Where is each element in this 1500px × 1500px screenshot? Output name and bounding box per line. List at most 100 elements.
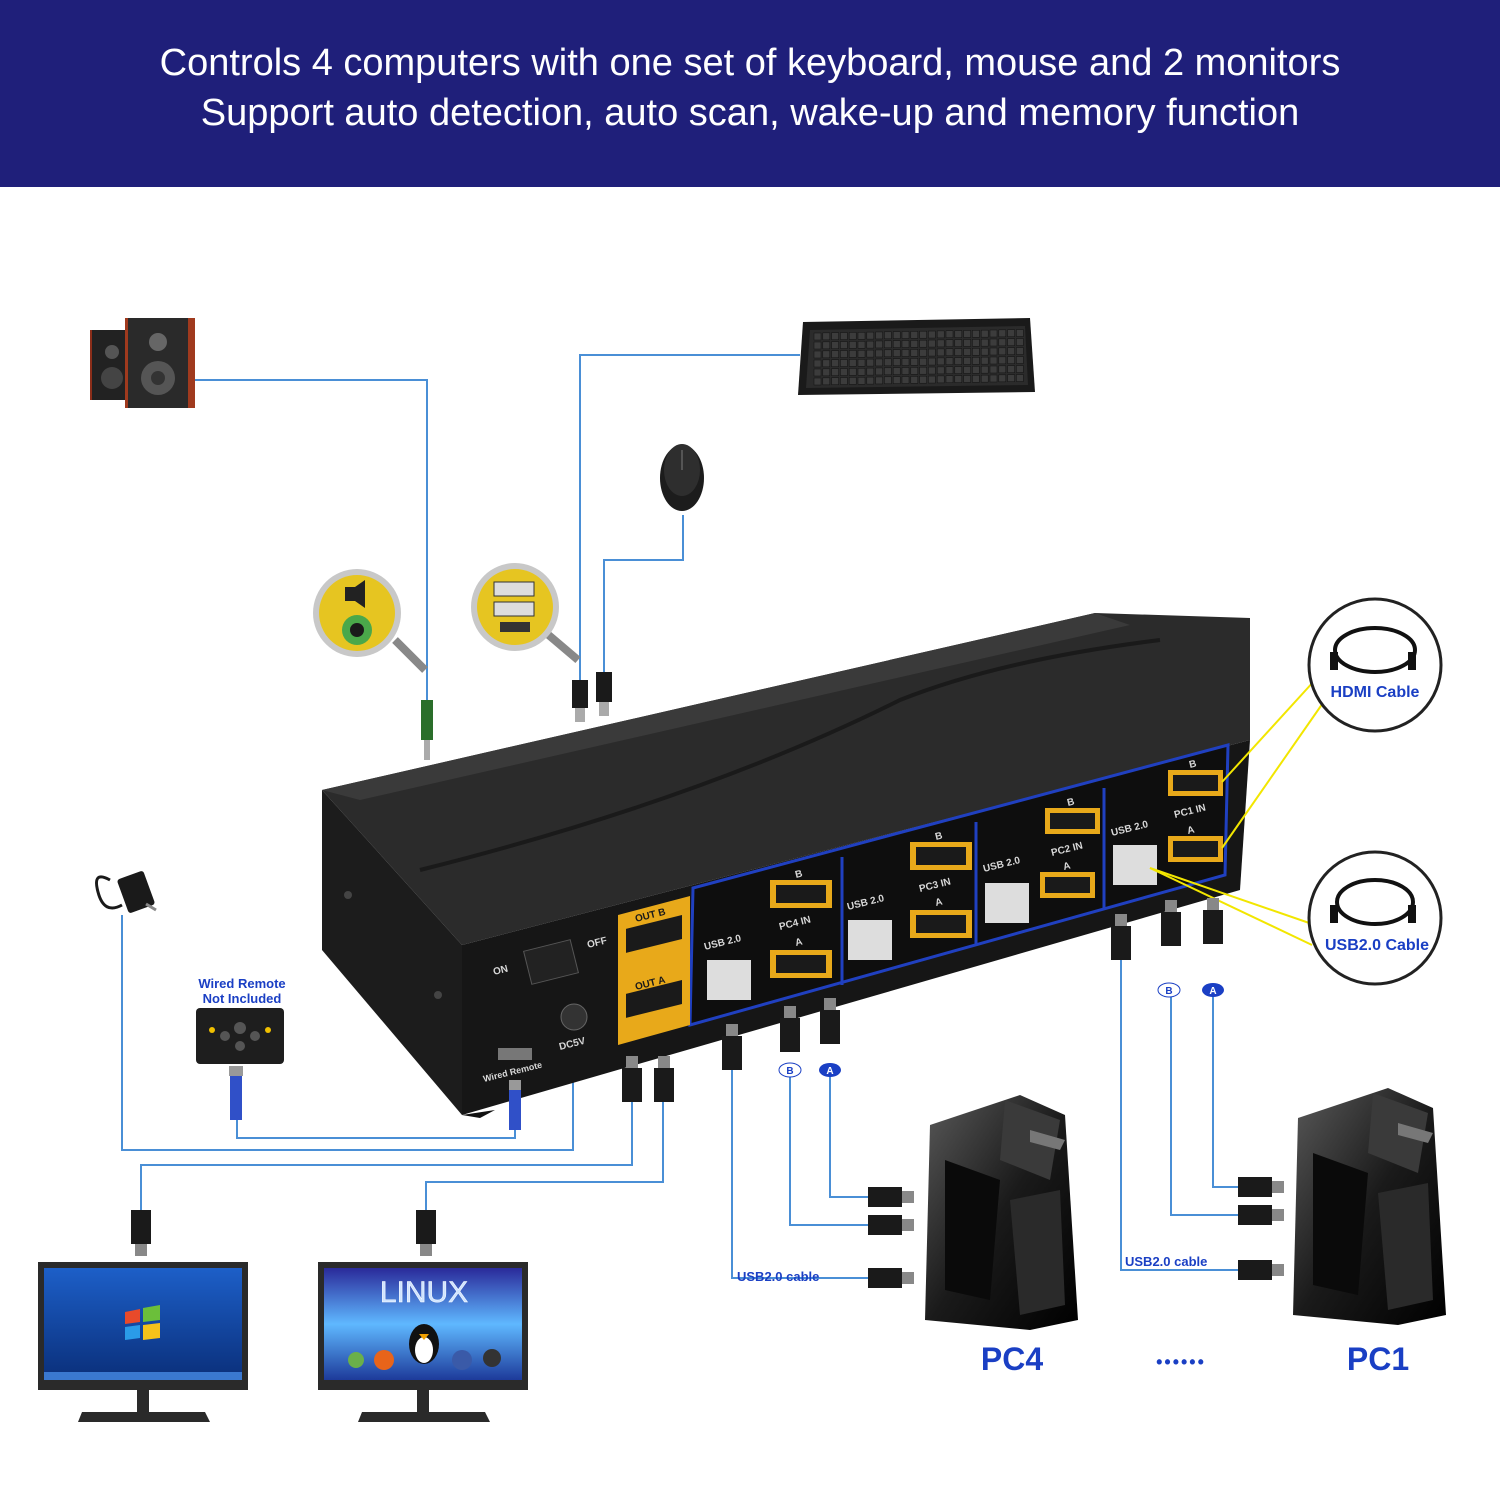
keyboard-key xyxy=(945,330,954,338)
keyboard-key xyxy=(989,347,998,356)
keyboard-key xyxy=(910,367,919,375)
keyboard-key xyxy=(857,359,866,367)
pc1-label: PC1 xyxy=(1347,1341,1409,1377)
keyboard-key xyxy=(954,348,963,356)
keyboard-key xyxy=(884,349,892,358)
keyboard-key xyxy=(892,331,901,339)
keyboard-key xyxy=(875,358,883,367)
keyboard-key xyxy=(901,358,910,366)
keyboard-key xyxy=(1016,365,1024,373)
keyboard-key xyxy=(884,376,892,385)
keyboard-key xyxy=(901,376,910,384)
keyboard-key xyxy=(928,366,936,375)
keyboard-key xyxy=(928,375,936,384)
keyboard-key xyxy=(848,359,857,367)
keyboard-key xyxy=(998,338,1007,347)
keyboard-key xyxy=(813,377,822,386)
monitor-icon: LINUX xyxy=(318,1262,528,1422)
keyboard-key xyxy=(840,359,848,367)
keyboard-key xyxy=(831,359,839,367)
keyboard-key xyxy=(989,374,998,383)
keyboard-key xyxy=(980,374,989,383)
keyboard-key xyxy=(857,350,866,358)
linux-screen-text: LINUX xyxy=(380,1276,468,1309)
keyboard-key xyxy=(954,357,963,365)
usb-cable-label: USB2.0 Cable xyxy=(1325,937,1429,954)
keyboard-key xyxy=(945,366,954,374)
keyboard-key xyxy=(928,348,936,357)
keyboard-key xyxy=(1007,338,1015,346)
banner-line-1: Controls 4 computers with one set of key… xyxy=(159,42,1341,84)
keyboard-key xyxy=(884,331,892,340)
keyboard-key xyxy=(822,332,831,341)
keyboard-key xyxy=(945,339,954,347)
keyboard-key xyxy=(822,368,831,377)
keyboard-key xyxy=(919,348,927,357)
keyboard-key xyxy=(848,377,857,385)
keyboard-key xyxy=(928,357,936,366)
keyboard-key xyxy=(910,349,919,357)
keyboard-key xyxy=(998,374,1007,383)
keyboard-key xyxy=(901,331,910,339)
remote-label-line1: Wired Remote xyxy=(198,976,285,991)
keyboard-key xyxy=(866,331,875,340)
keyboard-key xyxy=(989,365,998,374)
hdmi-cable-icon: HDMI Cable xyxy=(1307,597,1443,733)
keyboard-key xyxy=(884,367,892,376)
usb-cable-icon: USB2.0 Cable xyxy=(1307,850,1443,986)
keyboard-key xyxy=(840,377,848,385)
keyboard-key xyxy=(866,367,875,376)
keyboard-key xyxy=(822,359,831,368)
keyboard-key xyxy=(963,375,971,383)
keyboard-key xyxy=(831,368,839,376)
usb-cable-label-pc4: USB2.0 cable xyxy=(737,1269,819,1284)
keyboard-key xyxy=(910,376,919,384)
keyboard-key xyxy=(919,366,927,375)
keyboard-key xyxy=(963,366,971,374)
speaker-icon xyxy=(90,318,195,408)
keyboard-key xyxy=(998,329,1007,338)
pc-tower-icon xyxy=(925,1095,1078,1330)
keyboard-key xyxy=(1016,329,1024,337)
keyboard-key xyxy=(980,356,989,365)
keyboard-key xyxy=(919,339,927,348)
keyboard-key xyxy=(875,340,883,349)
keyboard-key xyxy=(813,359,822,368)
keyboard-key xyxy=(848,341,857,349)
keyboard-key xyxy=(972,330,980,338)
keyboard-icon xyxy=(798,318,1035,395)
keyboard-key xyxy=(998,347,1007,356)
keyboard-key xyxy=(972,357,980,365)
keyboard-key xyxy=(866,376,875,385)
pc4-label: PC4 xyxy=(981,1341,1043,1377)
usb-port-icon xyxy=(471,563,581,664)
keyboard-key xyxy=(998,365,1007,374)
header-banner: Controls 4 computers with one set of key… xyxy=(0,0,1500,187)
kvm-switch-body xyxy=(322,613,1250,1118)
tag-b-pc4: B xyxy=(786,1066,793,1077)
keyboard-key xyxy=(822,350,831,359)
keyboard-key xyxy=(813,332,822,341)
hdmi-cable-label: HDMI Cable xyxy=(1331,684,1420,701)
port-a-label-pc1: A xyxy=(1186,824,1196,836)
banner-line-2: Support auto detection, auto scan, wake-… xyxy=(200,92,1300,134)
port-b-label-pc1: B xyxy=(1188,758,1198,770)
keyboard-key xyxy=(919,357,927,366)
keyboard-key xyxy=(945,357,954,365)
keyboard-key xyxy=(892,367,901,375)
keyboard-key xyxy=(875,349,883,358)
keyboard-key xyxy=(831,377,839,385)
keyboard-key xyxy=(822,377,831,386)
port-b-label-pc4: B xyxy=(794,868,804,880)
audio-plug-icon xyxy=(421,700,433,760)
keyboard-key xyxy=(919,375,927,384)
keyboard-key xyxy=(848,332,857,340)
keyboard-key xyxy=(928,339,936,348)
keyboard-key xyxy=(875,331,883,340)
keyboard-key xyxy=(972,348,980,356)
keyboard-key xyxy=(813,341,822,350)
keyboard-key xyxy=(1016,338,1024,346)
keyboard-key xyxy=(822,341,831,350)
keyboard-key xyxy=(866,340,875,349)
keyboard-key xyxy=(892,358,901,366)
